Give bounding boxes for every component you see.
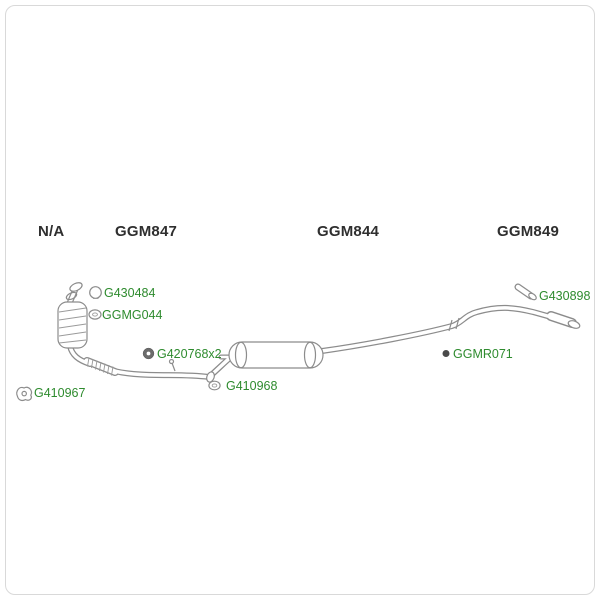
- pipe-outlines: [67, 283, 577, 380]
- section-label-ggm849: GGM849: [497, 223, 560, 240]
- section-label-ggm844: GGM844: [317, 223, 380, 240]
- gasket-icon-g430484: [89, 286, 102, 299]
- section-label-na: N/A: [38, 223, 65, 240]
- ring-gasket-icon-g420768: [142, 347, 155, 360]
- tailpipe-trim-end: [528, 292, 537, 301]
- part-link-ggmg044[interactable]: GGMG044: [102, 308, 163, 322]
- part-link-g410967[interactable]: G410967: [34, 386, 86, 400]
- gasket-icon-g410968: [208, 380, 221, 391]
- part-link-g430898[interactable]: G430898: [539, 289, 591, 303]
- part-link-g410968[interactable]: G410968: [226, 379, 278, 393]
- flex-pipe-ribs: [87, 357, 114, 376]
- pipe-clamp: [448, 317, 460, 332]
- rubber-mount-icon-ggmr071: [442, 350, 450, 357]
- section-label-ggm847: GGM847: [115, 223, 178, 240]
- pipe-fills: [68, 284, 576, 379]
- part-link-ggmr071[interactable]: GGMR071: [453, 347, 513, 361]
- tailpipe-tip: [567, 320, 581, 329]
- muffler: [228, 341, 324, 369]
- catalytic-converter: [57, 282, 88, 349]
- part-link-g420768x2[interactable]: G420768x2: [157, 347, 222, 361]
- part-link-g430484[interactable]: G430484: [104, 286, 156, 300]
- gasket-icon-ggmg044: [88, 309, 102, 320]
- pipe-hanger: [168, 358, 176, 372]
- pipe-flange: [206, 371, 215, 383]
- gasket-icon-g410967: [16, 386, 32, 402]
